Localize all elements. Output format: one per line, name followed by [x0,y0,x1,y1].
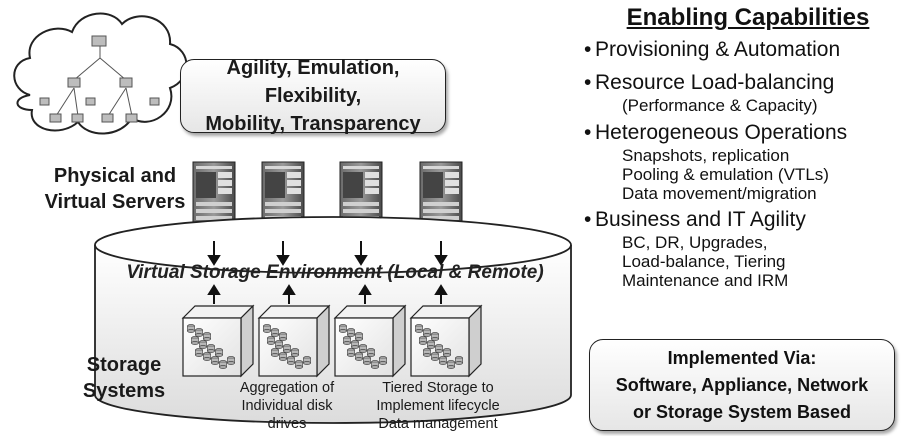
capabilities-list: •Provisioning & Automation •Resource Loa… [584,37,847,290]
capability-label: Provisioning & Automation [595,38,841,61]
capability-item: •Heterogeneous Operations [584,120,847,146]
cloud-icon [13,12,188,135]
arrow-down-icon [207,241,448,266]
aggregation-line-2: Individual disk [241,398,333,414]
bullet-icon: • [584,208,592,231]
capability-sub: Maintenance and IRM [622,271,789,290]
agility-line-2: Mobility, Transparency [205,113,421,135]
implemented-title: Implemented Via: [667,347,817,368]
aggregation-line-3: drives [267,416,307,432]
servers-label-line-2: Virtual Servers [44,191,186,213]
servers-label: Physical and Virtual Servers [40,163,190,215]
capability-label: Business and IT Agility [595,208,806,231]
bullet-icon: • [584,121,592,144]
agility-line-1: Agility, Emulation, Flexibility, [226,57,400,107]
aggregation-line-1: Aggregation of [239,380,335,396]
arrow-up-icon [207,284,448,304]
tiered-line-3: Data management [378,416,498,432]
implemented-via-box: Implemented Via: Software, Appliance, Ne… [589,339,895,431]
tiered-line-2: Implement lifecycle [376,398,500,414]
servers-label-line-1: Physical and [53,165,177,187]
storage-array-icon [183,306,253,376]
tiered-line-1: Tiered Storage to [382,380,494,396]
capability-sub: Data movement/migration [622,184,817,203]
org-chart-icon [39,35,160,123]
capability-label: Resource Load-balancing [595,71,835,94]
storage-array-icon [411,306,481,376]
implemented-line-1: Software, Appliance, Network [615,374,869,395]
bullet-icon: • [584,38,592,61]
storage-array-icon [259,306,329,376]
capability-sub: Load-balance, Tiering [622,252,786,271]
bullet-icon: • [584,71,592,94]
implemented-line-2: or Storage System Based [632,401,852,422]
capability-sub: BC, DR, Upgrades, [622,233,768,252]
capability-sub: Snapshots, replication [622,146,790,165]
capability-sub: Pooling & emulation (VTLs) [622,165,829,184]
agility-box: Agility, Emulation, Flexibility, Mobilit… [180,57,446,135]
capabilities-title: Enabling Capabilities [626,4,870,31]
tiered-storage-note: Tiered Storage to Implement lifecycle Da… [368,379,508,433]
storage-systems-label: Storage Systems [74,352,174,404]
capability-item: •Business and IT Agility [584,207,847,233]
capability-item: •Resource Load-balancing [584,70,847,96]
aggregation-note: Aggregation of Individual disk drives [222,379,352,433]
capability-label: Heterogeneous Operations [595,121,848,144]
storage-label-line-1: Storage [86,354,162,376]
storage-label-line-2: Systems [82,380,166,402]
capability-sub: (Performance & Capacity) [622,96,818,115]
capability-item: •Provisioning & Automation [584,37,847,63]
virtual-storage-label: Virtual Storage Environment (Local & Rem… [126,262,544,283]
storage-array-icon [335,306,405,376]
